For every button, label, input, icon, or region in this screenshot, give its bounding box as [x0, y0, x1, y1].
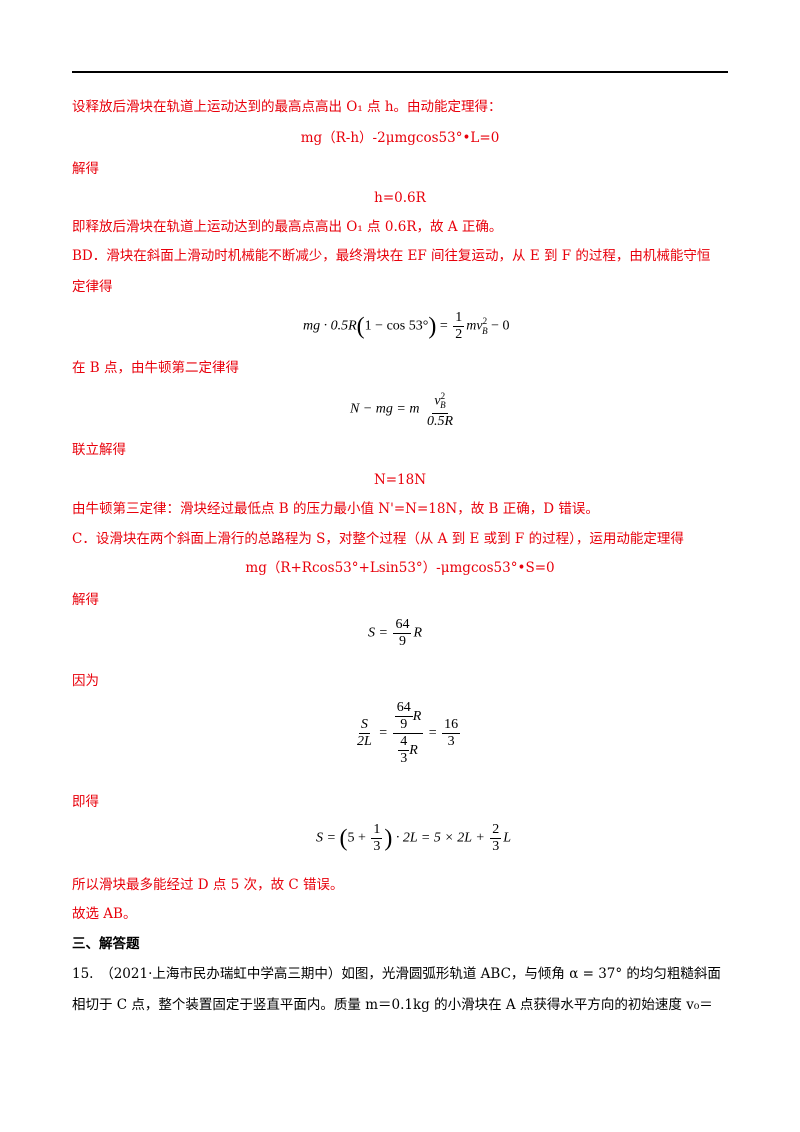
eq-term: R — [413, 625, 423, 641]
text-line: 即得 — [72, 794, 99, 810]
eq-term: = — [439, 318, 448, 334]
text-line: 解得 — [72, 161, 99, 177]
text-line: C．设滑块在两个斜面上滑行的总路程为 S，对整个过程（从 A 到 E 或到 F … — [72, 531, 684, 547]
fraction-numerator: 64 — [393, 617, 412, 634]
fraction-denominator: 3 — [447, 734, 455, 749]
question-text: 15. （2021·上海市民办瑞虹中学高三期中）如图，光滑圆弧形轨道 ABC，与… — [72, 966, 721, 982]
text-line: 所以滑块最多能经过 D 点 5 次，故 C 错误。 — [72, 877, 344, 893]
eq-term: 1 − cos 53° — [364, 318, 429, 334]
eq-term: L — [503, 830, 512, 846]
fraction-numerator: 64 — [394, 700, 413, 717]
fraction-numerator: 1 — [453, 310, 465, 327]
text-line: BD．滑块在斜面上滑动时机械能不断减少，最终滑块在 EF 间往复运动，从 E 到… — [72, 248, 711, 264]
eq-term: N − mg = m — [350, 401, 420, 417]
fraction-denominator: 2 — [455, 327, 463, 342]
equation-h: h=0.6R — [374, 190, 426, 206]
fraction-denominator: 0.5R — [426, 414, 454, 430]
eq-term: R — [409, 742, 418, 758]
equation-work-energy: mg（R+Rcos53°+Lsin53°）-μmgcos53°•S=0 — [245, 560, 555, 576]
fraction-denominator: 2L — [357, 734, 372, 749]
fraction-numerator: 2 — [490, 822, 502, 839]
text-line: 由牛顿第三定律：滑块经过最低点 B 的压力最小值 N'=N=18N，故 B 正确… — [72, 501, 599, 517]
text-line: 因为 — [72, 673, 99, 689]
question-text: 相切于 C 点，整个装置固定于竖直平面内。质量 m＝0.1kg 的小滑块在 A … — [72, 997, 713, 1013]
text-line: 故选 AB。 — [72, 906, 137, 922]
fraction-denominator: 3 — [373, 839, 381, 854]
eq-sup: 2 — [440, 391, 446, 401]
eq-term: R — [412, 708, 422, 724]
section-heading: 三、解答题 — [72, 936, 140, 952]
equation-energy: mg（R-h）-2μmgcos53°•L=0 — [300, 130, 500, 146]
fraction-numerator: 4 — [398, 734, 410, 751]
eq-term: 5 + — [347, 830, 366, 846]
eq-term: · 2L = 5 × 2L + — [395, 830, 485, 846]
eq-term: S = — [316, 830, 336, 846]
eq-sub: B — [440, 400, 446, 411]
fraction-denominator: 3 — [492, 839, 500, 854]
fraction-denominator: 3 — [400, 751, 408, 766]
text-line: 解得 — [72, 592, 99, 608]
text-line: 联立解得 — [72, 442, 126, 458]
fraction-numerator: 16 — [442, 717, 461, 734]
eq-sub: B — [482, 325, 488, 336]
eq-term: mv — [466, 318, 483, 334]
fraction-numerator: v — [434, 393, 441, 409]
header-rule — [72, 71, 728, 73]
fraction-numerator: 1 — [371, 822, 383, 839]
fraction-denominator: 9 — [398, 634, 406, 649]
eq-term: mg · 0.5R — [303, 318, 357, 334]
eq-sup: 2 — [482, 316, 488, 327]
text-line: 设释放后滑块在轨道上运动达到的最高点高出 O₁ 点 h。由动能定理得： — [72, 99, 502, 115]
text-line: 定律得 — [72, 279, 113, 295]
fraction-denominator: 9 — [400, 717, 408, 732]
text-line: 在 B 点，由牛顿第二定律得 — [72, 360, 240, 376]
fraction-numerator: S — [358, 717, 370, 734]
text-line: 即释放后滑块在轨道上运动达到的最高点高出 O₁ 点 0.6R，故 A 正确。 — [72, 219, 503, 235]
eq-term: − 0 — [491, 318, 510, 334]
eq-term: S = — [368, 625, 388, 641]
equation-newton-second: N − mg = m v2B 0.5R — [350, 388, 457, 430]
equation-N: N=18N — [373, 472, 427, 488]
